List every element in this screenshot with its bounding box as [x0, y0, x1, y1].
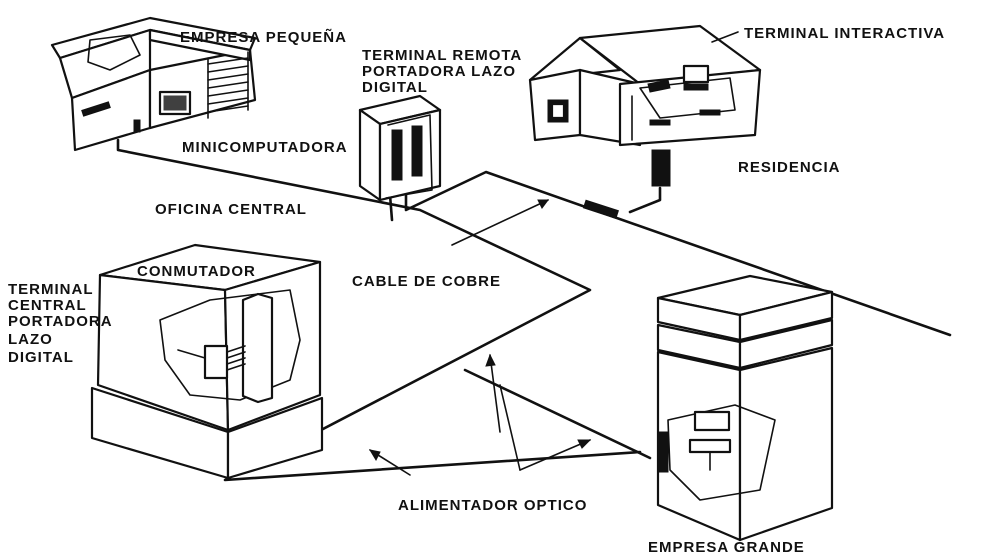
remote-terminal-cabinet [358, 94, 442, 202]
label-alimentador-optico: ALIMENTADOR OPTICO [398, 497, 587, 514]
label-residencia: RESIDENCIA [738, 159, 841, 176]
label-terminal-central-5: DIGITAL [8, 349, 74, 366]
cable-splice [582, 199, 619, 219]
label-terminal-remota-3: DIGITAL [362, 79, 428, 96]
label-minicomputadora: MINICOMPUTADORA [182, 139, 348, 156]
label-oficina-central: OFICINA CENTRAL [155, 201, 307, 218]
cables [116, 138, 952, 482]
copper-cable-main-line [404, 170, 952, 337]
label-terminal-interactiva: TERMINAL INTERACTIVA [744, 25, 945, 42]
copper-cable-remote-drop [388, 193, 394, 222]
small-business-building [50, 16, 257, 152]
large-business-building [656, 274, 834, 542]
residence-house [528, 24, 762, 187]
label-empresa-grande: EMPRESA GRANDE [648, 539, 805, 556]
diagram-labels: EMPRESA PEQUEÑA TERMINAL REMOTA PORTADOR… [8, 25, 945, 556]
label-terminal-central-1: TERMINAL [8, 281, 94, 298]
label-terminal-central-2: CENTRAL [8, 297, 87, 314]
pointer-lines [368, 31, 739, 476]
label-terminal-central-3: PORTADORA [8, 313, 113, 330]
label-conmutador: CONMUTADOR [137, 263, 256, 280]
residence-drop-cable [628, 186, 662, 214]
copper-cable-small-business [116, 138, 642, 482]
label-empresa-pequena: EMPRESA PEQUEÑA [180, 28, 347, 46]
label-terminal-remota-2: PORTADORA LAZO [362, 63, 516, 80]
label-cable-de-cobre: CABLE DE COBRE [352, 273, 501, 290]
central-office-building [90, 243, 324, 480]
label-terminal-central-4: LAZO [8, 331, 53, 348]
optical-feeder-cable [463, 368, 652, 460]
label-terminal-remota-1: TERMINAL REMOTA [362, 47, 522, 64]
